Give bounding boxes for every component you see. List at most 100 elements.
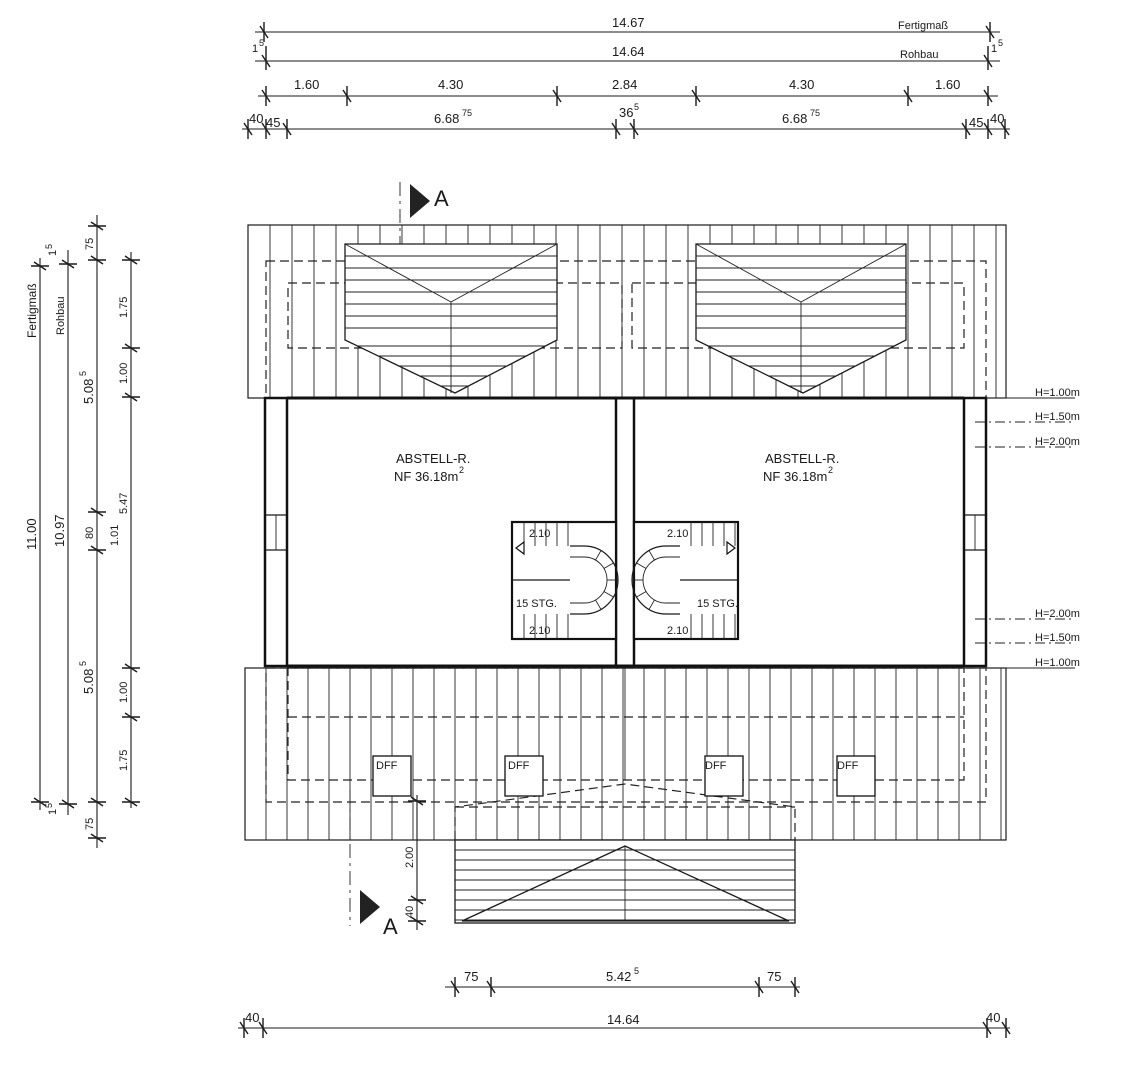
- row4-left-a: 40: [249, 111, 263, 126]
- row4-half-right-sup: 75: [810, 108, 820, 118]
- bottom-total-right: 40: [986, 1010, 1000, 1025]
- segment-3: 2.84: [612, 77, 637, 92]
- hatch-line: [603, 562, 614, 569]
- segment-5: 1.60: [935, 77, 960, 92]
- segment-1: 1.60: [294, 77, 319, 92]
- lower-dormer: [454, 839, 796, 924]
- height-bottom-2: H=1.50m: [1035, 632, 1080, 644]
- room-right-name: ABSTELL-R.: [765, 451, 839, 466]
- left-inner-top-175: 1.75: [118, 297, 130, 318]
- bottom-dimension-chains: 75 5.42 5 75 40 14.64 40: [238, 966, 1011, 1038]
- hatch-line: [648, 599, 655, 610]
- bottom-total: 14.64: [607, 1012, 640, 1027]
- bottom-dormer-width: 5.42: [606, 969, 631, 984]
- top-fertigmass-label: Fertigmaß: [898, 20, 948, 32]
- lower-roof: DFF DFF DFF DFF: [244, 667, 1007, 841]
- stair-right-steps: 15 STG.: [697, 598, 738, 610]
- row4-middle-sup: 5: [634, 102, 639, 112]
- top-fertigmass-total: 14.67: [612, 15, 645, 30]
- room-right-area-sup: 2: [828, 465, 833, 475]
- stair-left-headroom-top: 2.10: [529, 528, 550, 540]
- floor-area: [263, 396, 988, 668]
- height-top-2: H=1.50m: [1035, 411, 1080, 423]
- bottom-dormer-width-sup: 5: [634, 966, 639, 976]
- row4-half-left-sup: 75: [462, 108, 472, 118]
- left-dimension-chains: Fertigmaß 11.00 Rohbau 10.97 1 5 1 5 75 …: [24, 215, 140, 848]
- dormer-depth: 2.00: [404, 847, 416, 868]
- left-rohbau-total: 10.97: [52, 514, 67, 547]
- room-right-area: NF 36.18m: [763, 469, 827, 484]
- segment-4: 4.30: [789, 77, 814, 92]
- top-rohbau-offset-right: 1: [991, 43, 997, 55]
- hatch-line: [595, 599, 602, 610]
- roof-window-4-label: DFF: [837, 760, 859, 772]
- roof-window-2: DFF: [504, 755, 544, 797]
- hatch-line: [636, 562, 647, 569]
- row4-right-a: 45: [969, 115, 983, 130]
- row4-left-b: 45: [266, 115, 280, 130]
- top-rohbau-label: Rohbau: [900, 49, 939, 61]
- stair-right-headroom-bottom: 2.10: [667, 625, 688, 637]
- roof-window-2-label: DFF: [508, 760, 530, 772]
- left-outer-bottom-75: 75: [84, 818, 96, 830]
- room-right: ABSTELL-R. NF 36.18m 2: [763, 451, 839, 484]
- top-rohbau-offset-left: 1: [252, 43, 258, 55]
- room-left: ABSTELL-R. NF 36.18m 2: [394, 451, 470, 484]
- segment-ticks: [261, 86, 993, 106]
- hatch-line: [603, 591, 614, 598]
- stair-left: 2.10 15 STG. 2.10: [510, 520, 619, 641]
- upper-dormer-left: [344, 243, 558, 394]
- left-inner-101: 1.01: [109, 525, 121, 546]
- row4-middle: 36: [619, 105, 633, 120]
- height-top-3: H=2.00m: [1035, 436, 1080, 448]
- left-rohbau-offset-top-sup: 5: [44, 244, 54, 249]
- stair-right-headroom-top: 2.10: [667, 528, 688, 540]
- hatch-line: [636, 591, 647, 598]
- segment-2: 4.30: [438, 77, 463, 92]
- stair-right: 2.10 15 STG. 2.10: [631, 520, 740, 641]
- left-inner-bottom-100: 1.00: [118, 682, 130, 703]
- hatch-line: [648, 550, 655, 561]
- room-left-name: ABSTELL-R.: [396, 451, 470, 466]
- left-mid-center: 80: [84, 527, 96, 539]
- left-inner-bottom-175: 1.75: [118, 750, 130, 771]
- left-inner-center: 5.47: [118, 493, 130, 514]
- dormer-depth-dimension: 2.00 40: [404, 795, 426, 930]
- left-mid-bottom-sup: 5: [78, 661, 88, 666]
- stair-left-headroom-bottom: 2.10: [529, 625, 550, 637]
- left-fertigmass-total: 11.00: [24, 518, 39, 550]
- section-marker-bottom: A: [349, 790, 398, 939]
- upper-dormer-right: [695, 243, 907, 394]
- left-fertigmass-label: Fertigmaß: [25, 283, 39, 338]
- top-rohbau-offset-left-sup: 5: [259, 38, 264, 48]
- section-marker-bottom-label: A: [383, 914, 398, 939]
- roof-window-1-label: DFF: [376, 760, 398, 772]
- row4-half-left: 6.68: [434, 111, 459, 126]
- height-bottom-1: H=2.00m: [1035, 608, 1080, 620]
- left-mid-top: 5.08: [81, 379, 96, 404]
- height-bottom-3: H=1.00m: [1035, 657, 1080, 669]
- bottom-overhang-right: 75: [767, 969, 781, 984]
- row4-ticks: [243, 119, 1010, 139]
- top-dimension-chains: 14.67 Fertigmaß 1 5 1 5 14.64 Rohbau 1.6…: [242, 15, 1010, 139]
- section-marker-top-label: A: [434, 186, 449, 211]
- row4-half-right: 6.68: [782, 111, 807, 126]
- row4-right-b: 40: [990, 111, 1004, 126]
- room-left-area-sup: 2: [459, 465, 464, 475]
- top-rohbau-total: 14.64: [612, 44, 645, 59]
- left-rohbau-offset-top: 1: [47, 250, 59, 256]
- stair-left-steps: 15 STG.: [516, 598, 557, 610]
- top-rohbau-offset-right-sup: 5: [998, 38, 1003, 48]
- left-rohbau-offset-bottom: 1: [47, 809, 59, 815]
- roof-window-4: DFF: [836, 755, 876, 797]
- left-rohbau-offset-bottom-sup: 5: [44, 803, 54, 808]
- hatch-line: [595, 550, 602, 561]
- roof-window-3-label: DFF: [705, 760, 727, 772]
- room-left-area: NF 36.18m: [394, 469, 458, 484]
- bottom-total-left: 40: [245, 1010, 259, 1025]
- height-markers: H=1.00m H=1.50m H=2.00m H=2.00m H=1.50m …: [975, 387, 1080, 669]
- left-outer-top-75: 75: [84, 238, 96, 250]
- left-inner-top-100: 1.00: [118, 363, 130, 384]
- roof-window-1: DFF: [372, 755, 412, 797]
- dormer-offset: 40: [404, 906, 416, 918]
